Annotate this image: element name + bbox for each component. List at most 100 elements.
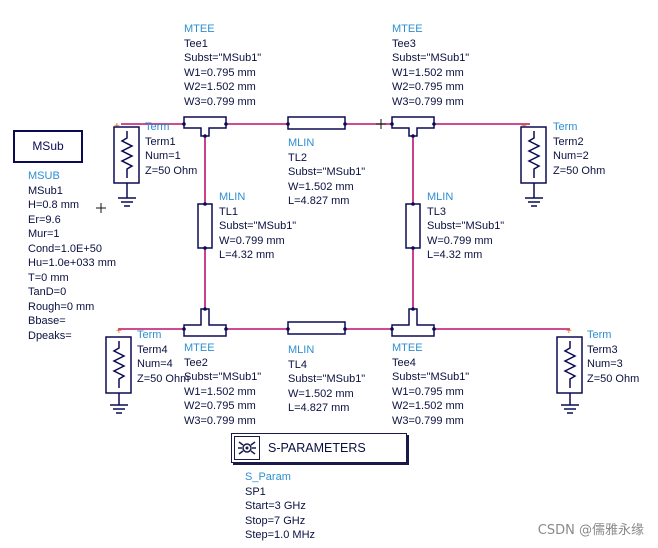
s-parameters-icon bbox=[234, 436, 260, 460]
tl4-label-subst: Subst="MSub1" bbox=[288, 373, 366, 385]
tee4-label-subst: Subst="MSub1" bbox=[392, 371, 470, 383]
port-plus-icon: + bbox=[566, 326, 572, 337]
tee3-label-type: MTEE bbox=[392, 23, 423, 35]
sparam-label-name: SP1 bbox=[245, 485, 266, 498]
tee4-label-type: MTEE bbox=[392, 342, 423, 354]
tee3-symbol[interactable] bbox=[391, 116, 435, 137]
msub-label-er: Er=9.6 bbox=[28, 213, 61, 226]
tl3-label-name: TL3 bbox=[427, 205, 446, 218]
term3-symbol[interactable]: + bbox=[556, 326, 583, 414]
tl2-label: MLIN TL2 Subst="MSub1" W=1.502 mm L=4.82… bbox=[288, 136, 365, 209]
wires bbox=[118, 123, 570, 330]
tee2-symbol[interactable] bbox=[183, 308, 227, 337]
msub-label-cond: Cond=1.0E+50 bbox=[28, 242, 103, 255]
msub-label-name: MSub1 bbox=[28, 184, 63, 197]
msub-box-title: MSub bbox=[32, 139, 64, 153]
term3-label-z: Z=50 Ohm bbox=[587, 372, 640, 385]
term3-label-type: Term bbox=[587, 329, 612, 341]
msub-label-type: MSUB bbox=[28, 170, 60, 182]
tl4-label: MLIN TL4 Subst="MSub1" W=1.502 mm L=4.82… bbox=[288, 343, 365, 416]
ground-icon bbox=[118, 197, 136, 207]
msub-label: MSUB MSub1 H=0.8 mm Er=9.6 Mur=1 Cond=1.… bbox=[28, 169, 116, 343]
term1-label-name: Term1 bbox=[145, 135, 176, 148]
ground-icon bbox=[525, 197, 543, 207]
tl2-label-type: MLIN bbox=[288, 137, 315, 149]
tee4-label: MTEE Tee4 Subst="MSub1" W1=0.795 mm W2=1… bbox=[392, 341, 469, 428]
pin-dots bbox=[182, 122, 436, 331]
tee4-symbol[interactable] bbox=[391, 308, 435, 337]
tee4-label-w1: W1=0.795 mm bbox=[392, 385, 464, 398]
ground-icon bbox=[561, 404, 579, 414]
term1-label-type: Term bbox=[145, 121, 170, 133]
tee1-label-w1: W1=0.795 mm bbox=[184, 66, 256, 79]
tee4-label-w3: W3=0.799 mm bbox=[392, 414, 464, 427]
tl4-symbol[interactable] bbox=[287, 321, 346, 335]
msub-label-mur: Mur=1 bbox=[28, 228, 60, 240]
tl1-label-type: MLIN bbox=[219, 191, 246, 203]
msub-label-hu: Hu=1.0e+033 mm bbox=[28, 257, 117, 269]
tl3-symbol[interactable] bbox=[405, 203, 421, 249]
tl2-label-l: L=4.827 mm bbox=[288, 195, 350, 207]
term4-label-name: Term4 bbox=[137, 343, 168, 356]
term3-label-name: Term3 bbox=[587, 343, 618, 356]
watermark: CSDN @儒雅永缘 bbox=[537, 523, 644, 538]
ground-icon bbox=[110, 404, 128, 414]
term2-label-num: Num=2 bbox=[553, 150, 589, 162]
term1-label: Term Term1 Num=1 Z=50 Ohm bbox=[145, 120, 197, 178]
crosshair-cursor-icon bbox=[96, 119, 386, 213]
tl2-label-name: TL2 bbox=[288, 151, 307, 164]
tee2-label-w2: W2=0.795 mm bbox=[184, 400, 256, 412]
s-parameters-title: S-PARAMETERS bbox=[268, 441, 366, 455]
tee4-label-w2: W2=1.502 mm bbox=[392, 400, 464, 412]
sparam-label-stop: Stop=7 GHz bbox=[245, 514, 306, 527]
term2-label-name: Term2 bbox=[553, 135, 584, 148]
tee3-label-w1: W1=1.502 mm bbox=[392, 66, 464, 79]
tl3-label-l: L=4.32 mm bbox=[427, 249, 483, 261]
tee2-label-type: MTEE bbox=[184, 342, 215, 354]
tee3-label-w3: W3=0.799 mm bbox=[392, 95, 464, 108]
tl4-label-type: MLIN bbox=[288, 344, 315, 356]
tl3-label-type: MLIN bbox=[427, 191, 454, 203]
tl4-label-l: L=4.827 mm bbox=[288, 402, 350, 414]
tee3-label-name: Tee3 bbox=[392, 37, 416, 50]
port-plus-icon: + bbox=[116, 326, 122, 337]
msub-label-dpeaks: Dpeaks= bbox=[28, 329, 72, 342]
term1-symbol[interactable]: + bbox=[113, 121, 140, 207]
tee3-label-w2: W2=0.795 mm bbox=[392, 81, 464, 93]
tl2-symbol[interactable] bbox=[287, 116, 346, 130]
tee1-label-name: Tee1 bbox=[184, 37, 208, 50]
term1-label-num: Num=1 bbox=[145, 150, 181, 162]
term4-symbol[interactable]: + bbox=[105, 326, 132, 414]
term3-label: Term Term3 Num=3 Z=50 Ohm bbox=[587, 328, 639, 386]
tl1-label: MLIN TL1 Subst="MSub1" W=0.799 mm L=4.32… bbox=[219, 190, 296, 263]
term2-label: Term Term2 Num=2 Z=50 Ohm bbox=[553, 120, 605, 178]
tl3-label-w: W=0.799 mm bbox=[427, 234, 493, 247]
term2-symbol[interactable]: + bbox=[520, 121, 547, 207]
tl4-label-w: W=1.502 mm bbox=[288, 387, 354, 400]
tl1-symbol[interactable] bbox=[197, 203, 213, 249]
term4-label-num: Num=4 bbox=[137, 358, 173, 370]
tee1-label-w2: W2=1.502 mm bbox=[184, 81, 256, 93]
s-parameters-box[interactable]: S-PARAMETERS bbox=[231, 433, 407, 463]
tl2-label-w: W=1.502 mm bbox=[288, 180, 354, 193]
term1-label-z: Z=50 Ohm bbox=[145, 164, 198, 177]
tee1-label-type: MTEE bbox=[184, 23, 215, 35]
tee1-label: MTEE Tee1 Subst="MSub1" W1=0.795 mm W2=1… bbox=[184, 22, 261, 109]
tee1-symbol[interactable] bbox=[183, 116, 227, 137]
term2-label-type: Term bbox=[553, 121, 578, 133]
tee3-label: MTEE Tee3 Subst="MSub1" W1=1.502 mm W2=0… bbox=[392, 22, 469, 109]
tee1-label-w3: W3=0.799 mm bbox=[184, 95, 256, 108]
tl1-label-l: L=4.32 mm bbox=[219, 249, 275, 261]
term3-label-num: Num=3 bbox=[587, 358, 623, 370]
msub-label-t: T=0 mm bbox=[28, 271, 69, 284]
msub-box[interactable]: MSub bbox=[13, 130, 83, 163]
tl1-label-subst: Subst="MSub1" bbox=[219, 220, 297, 232]
term2-label-z: Z=50 Ohm bbox=[553, 164, 606, 177]
term4-label-type: Term bbox=[137, 329, 162, 341]
sparam-label-start: Start=3 GHz bbox=[245, 500, 306, 512]
sparam-label: S_Param SP1 Start=3 GHz Stop=7 GHz Step=… bbox=[245, 470, 315, 543]
msub-label-rough: Rough=0 mm bbox=[28, 300, 95, 313]
tee2-label-w1: W1=1.502 mm bbox=[184, 385, 256, 398]
tl2-label-subst: Subst="MSub1" bbox=[288, 166, 366, 178]
